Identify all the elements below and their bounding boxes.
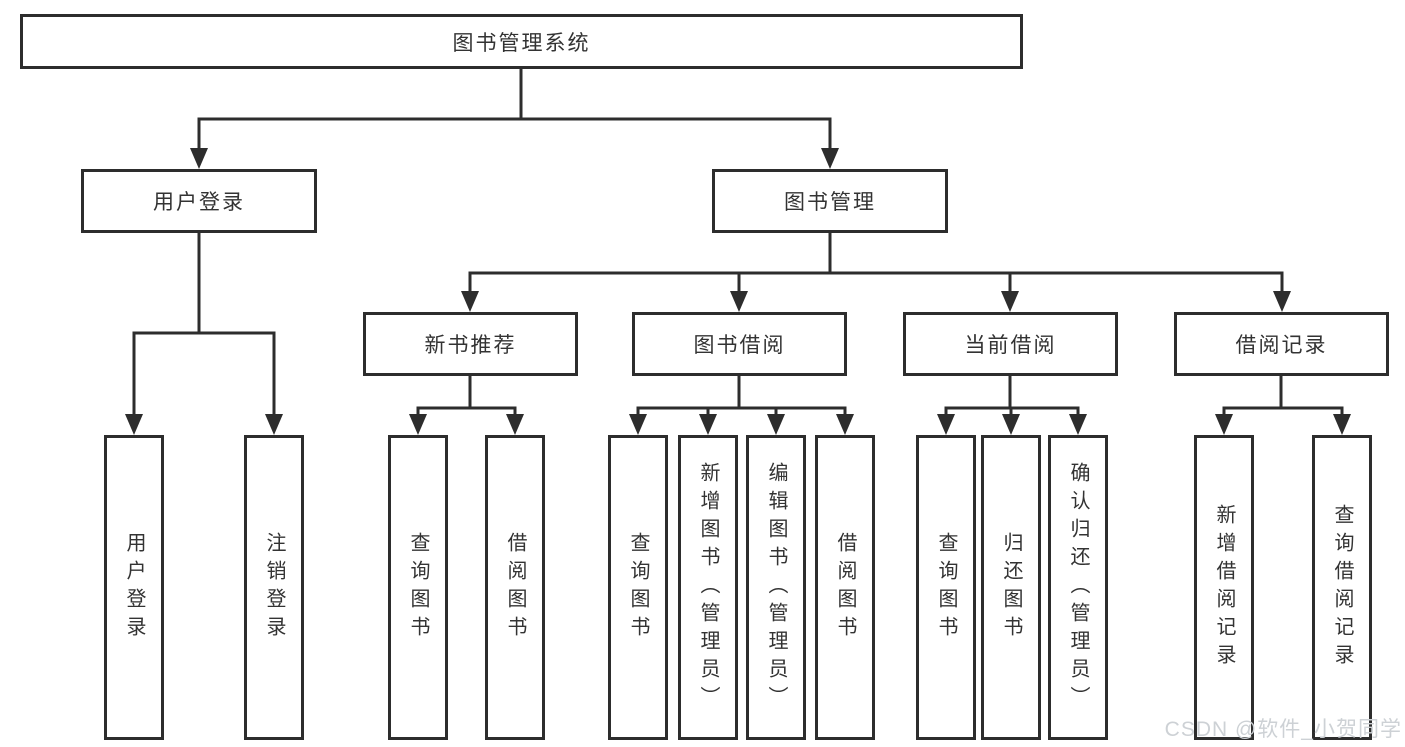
- arrowhead: [767, 414, 785, 435]
- leaf-query-book-borrow-label: 查询图书: [627, 531, 649, 644]
- node-book-borrow: 图书借阅: [632, 312, 847, 376]
- leaf-edit-book-admin: 编辑图书（管理员）: [746, 435, 806, 740]
- leaf-borrow-book-recommend-label: 借阅图书: [504, 531, 526, 644]
- leaf-query-book-recommend: 查询图书: [388, 435, 448, 740]
- leaf-add-book-admin-label: 新增图书（管理员）: [697, 461, 719, 714]
- arrowhead: [821, 148, 839, 169]
- arrowhead: [125, 414, 143, 435]
- connector-lines: [132, 69, 1344, 418]
- arrowhead: [730, 291, 748, 312]
- arrowhead: [937, 414, 955, 435]
- leaf-user-login-label: 用户登录: [123, 531, 145, 644]
- leaf-user-login: 用户登录: [104, 435, 164, 740]
- arrowhead: [1069, 414, 1087, 435]
- leaf-edit-book-admin-label: 编辑图书（管理员）: [765, 461, 787, 714]
- arrowhead: [629, 414, 647, 435]
- node-new-book-recommend: 新书推荐: [363, 312, 578, 376]
- leaf-query-book-borrow: 查询图书: [608, 435, 668, 740]
- arrowhead: [699, 414, 717, 435]
- leaf-query-book-recommend-label: 查询图书: [407, 531, 429, 644]
- leaf-return-book-label: 归还图书: [1000, 531, 1022, 644]
- leaf-borrow-book: 借阅图书: [815, 435, 875, 740]
- node-user-login-label: 用户登录: [153, 191, 245, 214]
- node-new-book-recommend-label: 新书推荐: [424, 334, 517, 357]
- arrowhead: [409, 414, 427, 435]
- leaf-confirm-return-admin: 确认归还（管理员）: [1048, 435, 1108, 740]
- arrowhead: [1333, 414, 1351, 435]
- leaf-add-borrow-record: 新增借阅记录: [1194, 435, 1254, 740]
- leaf-logout-label: 注销登录: [263, 531, 285, 644]
- node-root: 图书管理系统: [20, 14, 1023, 69]
- leaf-borrow-book-recommend: 借阅图书: [485, 435, 545, 740]
- arrowhead: [1002, 414, 1020, 435]
- node-current-borrow: 当前借阅: [903, 312, 1118, 376]
- arrowhead: [1001, 291, 1019, 312]
- arrowhead: [1273, 291, 1291, 312]
- leaf-borrow-book-label: 借阅图书: [834, 531, 856, 644]
- leaf-query-book-current: 查询图书: [916, 435, 976, 740]
- arrowhead: [836, 414, 854, 435]
- leaf-confirm-return-admin-label: 确认归还（管理员）: [1067, 461, 1089, 714]
- node-root-label: 图书管理系统: [452, 31, 591, 55]
- arrowhead: [461, 291, 479, 312]
- leaf-logout: 注销登录: [244, 435, 304, 740]
- node-book-management-label: 图书管理: [784, 191, 876, 214]
- node-current-borrow-label: 当前借阅: [964, 334, 1057, 357]
- leaf-query-borrow-record: 查询借阅记录: [1312, 435, 1372, 740]
- leaf-add-book-admin: 新增图书（管理员）: [678, 435, 738, 740]
- watermark: CSDN @软件_小贺同学: [1164, 718, 1402, 741]
- arrowheads: [125, 148, 1351, 435]
- leaf-return-book: 归还图书: [981, 435, 1041, 740]
- arrowhead: [190, 148, 208, 169]
- node-borrow-records: 借阅记录: [1174, 312, 1389, 376]
- arrowhead: [265, 414, 283, 435]
- arrowhead: [1215, 414, 1233, 435]
- node-borrow-records-label: 借阅记录: [1235, 334, 1328, 357]
- arrowhead: [506, 414, 524, 435]
- node-book-management: 图书管理: [712, 169, 948, 233]
- node-book-borrow-label: 图书借阅: [693, 334, 786, 357]
- leaf-query-borrow-record-label: 查询借阅记录: [1331, 503, 1353, 672]
- node-user-login: 用户登录: [81, 169, 317, 233]
- leaf-add-borrow-record-label: 新增借阅记录: [1213, 503, 1235, 672]
- leaf-query-book-current-label: 查询图书: [935, 531, 957, 644]
